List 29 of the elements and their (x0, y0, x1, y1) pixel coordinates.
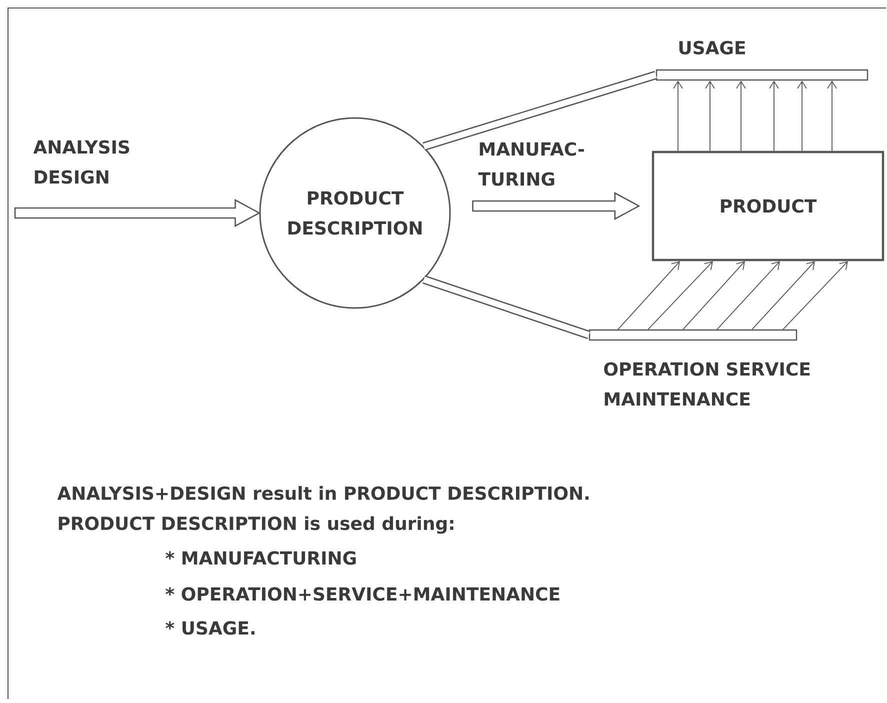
circle-node: PRODUCT DESCRIPTION (259, 117, 451, 309)
process-box: PRODUCT (652, 150, 884, 262)
double-line-band (422, 275, 590, 340)
double-line-band (422, 70, 658, 151)
note-text: * MANUFACTURING (166, 551, 356, 565)
arrow (827, 80, 837, 152)
edge-label: MANUFAC- TURING (478, 142, 584, 186)
edge-label: ANALYSIS DESIGN (33, 140, 130, 184)
arrow (752, 261, 815, 330)
arrow (736, 80, 746, 152)
arrow (673, 80, 683, 152)
arrow (682, 261, 745, 330)
storage-bar: USAGE (656, 40, 868, 81)
node-label: USAGE (679, 40, 745, 54)
arrow (782, 261, 848, 330)
hollow-arrow (472, 192, 640, 220)
note-text: * USAGE. (166, 621, 254, 635)
hollow-arrow (14, 198, 261, 228)
note-text: ANALYSIS+DESIGN result in PRODUCT DESCRIPTION. (57, 486, 589, 500)
arrow (716, 261, 780, 330)
note-text: PRODUCT DESCRIPTION is used during: (58, 516, 454, 534)
node-label: OPERATION SERVICE MAINTENANCE (604, 362, 810, 406)
arrow (648, 261, 713, 330)
storage-bar: OPERATION SERVICE MAINTENANCE (588, 329, 810, 406)
arrow (797, 80, 807, 152)
arrow (705, 80, 715, 152)
arrow (618, 261, 680, 330)
arrow (769, 80, 779, 152)
note-text: * OPERATION+SERVICE+MAINTENANCE (166, 587, 560, 601)
